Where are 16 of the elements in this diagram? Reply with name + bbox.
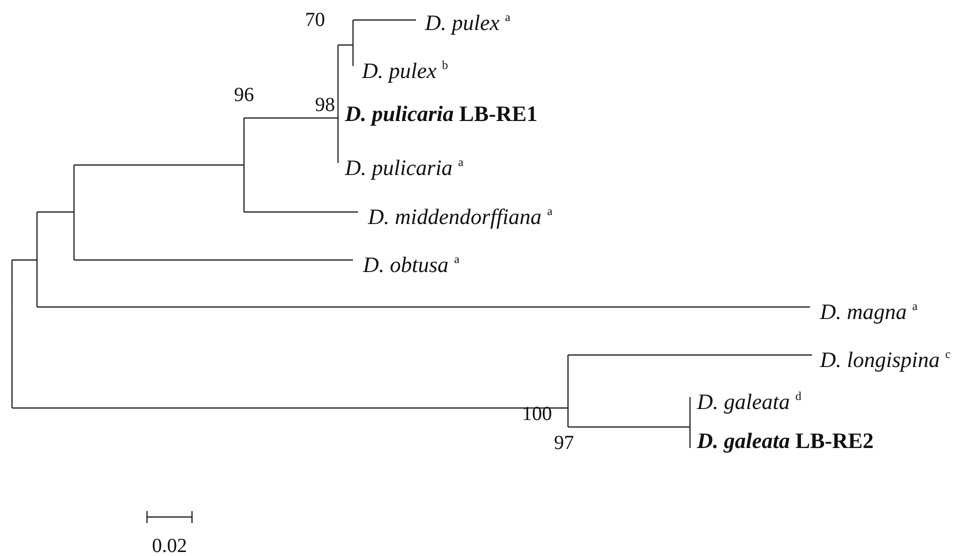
taxon-label: D. obtusa $^{a}$ (363, 246, 460, 278)
bootstrap-value: 100 (522, 403, 552, 425)
taxon-label: D. pulex $^{a}$ (425, 4, 510, 36)
taxon-label: D. magna $^{a}$ (820, 293, 918, 325)
bootstrap-value: 98 (315, 94, 335, 116)
bootstrap-value: 96 (234, 84, 254, 106)
taxon-label: D. pulex $^{b}$ (362, 52, 448, 84)
bootstrap-value: 70 (305, 9, 325, 31)
taxon-label: D. galeata LB-RE2 (697, 428, 874, 454)
bootstrap-value: 97 (554, 432, 574, 454)
taxon-label: D. galeata $^{d}$ (697, 383, 802, 415)
taxon-label: D. pulicaria $^{a}$ (345, 149, 464, 181)
taxon-label: D. pulicaria LB-RE1 (345, 101, 538, 127)
taxon-label: D. longispina $^{c}$ (820, 341, 951, 373)
taxon-label: D. middendorffiana $^{a}$ (368, 198, 552, 230)
scale-value: 0.02 (152, 535, 187, 556)
